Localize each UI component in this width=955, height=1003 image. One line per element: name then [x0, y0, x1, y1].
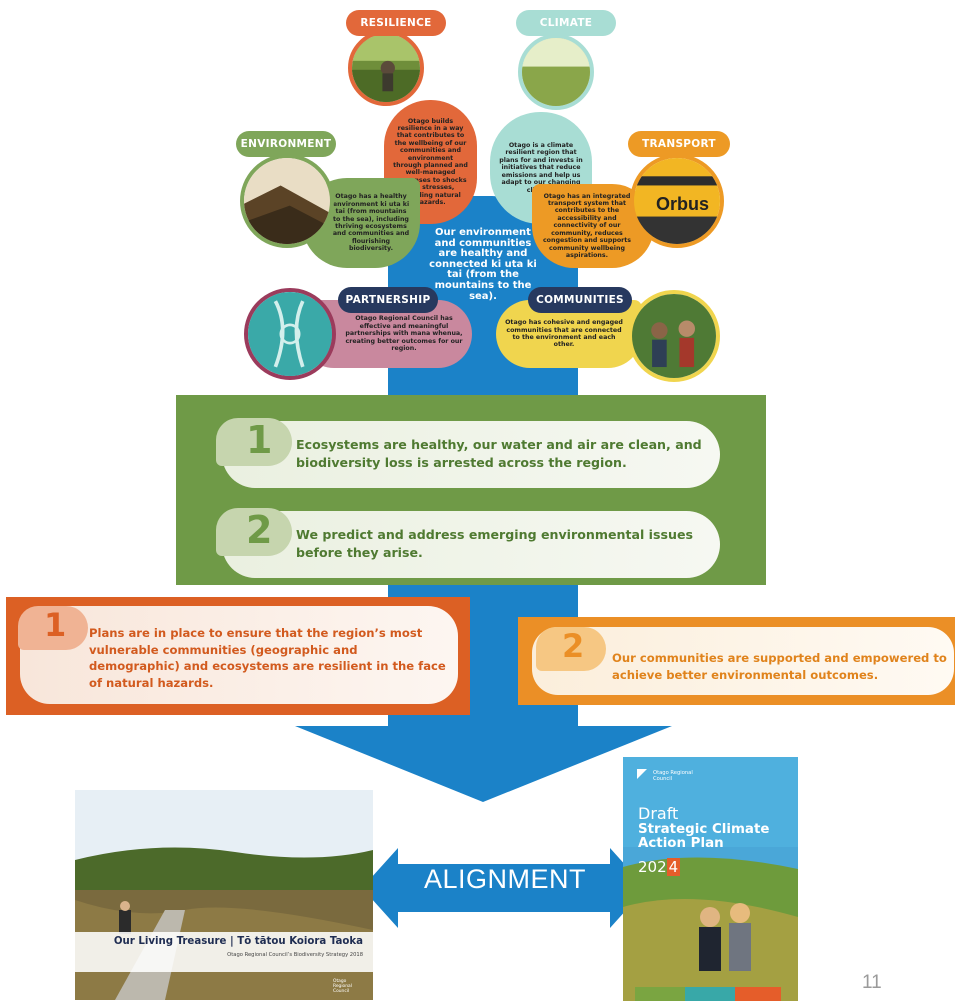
- communities-photo: [628, 290, 720, 382]
- environment-photo: [240, 154, 334, 248]
- transport-photo: Orbus: [630, 154, 724, 248]
- partnership-text: Otago Regional Council has effective and…: [345, 315, 463, 353]
- green-goal-2: [222, 511, 720, 578]
- doc-climate-title: Strategic Climate Action Plan: [638, 822, 770, 851]
- doc-climate-draft: Draft: [638, 804, 679, 823]
- biodiversity-strategy-cover: Our Living Treasure | Tō tātou Koiora Ta…: [75, 790, 373, 1000]
- climate-photo: [518, 34, 594, 110]
- resilience-photo: [348, 30, 424, 106]
- partnership-photo: [244, 288, 336, 380]
- orange-goal-2-number: 2: [562, 627, 585, 665]
- down-arrow-head: [295, 726, 672, 802]
- partnership-label: PARTNERSHIP: [338, 287, 438, 313]
- transport-label: TRANSPORT: [628, 131, 730, 157]
- cover-banner: [75, 932, 373, 972]
- orange-goal-1: [20, 606, 458, 704]
- environment-text: Otago has a healthy environment ki uta k…: [332, 193, 410, 253]
- doc-biodiversity-subtitle: Otago Regional Council’s Biodiversity St…: [227, 952, 363, 958]
- alignment-label: ALIGNMENT: [423, 864, 587, 894]
- green-goal-1: [222, 421, 720, 488]
- communities-label: COMMUNITIES: [528, 287, 632, 313]
- communities-petal: Otago has cohesive and engaged communiti…: [496, 300, 642, 368]
- green-goal-2-number: 2: [246, 508, 273, 552]
- doc-climate-year-prefix: 202: [638, 858, 667, 876]
- green-goal-1-number: 1: [246, 418, 273, 462]
- resilience-text: Otago builds resilience in a way that co…: [393, 117, 468, 207]
- transport-text: Otago has an integrated transport system…: [542, 192, 632, 259]
- orange-goal-1-number: 1: [44, 606, 67, 644]
- center-statement: Our environment and communities are heal…: [429, 227, 537, 302]
- climate-label: CLIMATE: [516, 10, 616, 36]
- resilience-petal: Otago builds resilience in a way that co…: [384, 100, 477, 224]
- orange-goal-2-tab: [536, 627, 606, 671]
- orange-goal-2-text: Our communities are supported and empowe…: [612, 651, 947, 682]
- climate-action-plan-cover: Otago Regional Council Draft Strategic C…: [623, 757, 798, 1001]
- bus-sign: Orbus: [656, 194, 710, 214]
- resilience-label: RESILIENCE: [346, 10, 446, 36]
- green-goal-2-tab: [216, 508, 292, 556]
- orange-goal-1-text: Plans are in place to ensure that the re…: [89, 626, 446, 690]
- doc-climate-year-suffix: 4: [666, 858, 681, 876]
- communities-text: Otago has cohesive and engaged communiti…: [505, 319, 623, 349]
- orange-goal-1-tab: [18, 606, 88, 650]
- orc-logo-text: Otago Regional Council: [333, 979, 352, 994]
- doc-climate-org: Otago Regional Council: [653, 770, 693, 782]
- page-number: 11: [862, 972, 882, 993]
- green-goal-1-tab: [216, 418, 292, 466]
- doc-biodiversity-title: Our Living Treasure | Tō tātou Koiora Ta…: [113, 936, 363, 947]
- environment-label: ENVIRONMENT: [236, 131, 336, 157]
- green-goal-1-text: Ecosystems are healthy, our water and ai…: [296, 437, 702, 470]
- green-goal-2-text: We predict and address emerging environm…: [296, 527, 693, 560]
- alignment-arrow: [362, 848, 646, 928]
